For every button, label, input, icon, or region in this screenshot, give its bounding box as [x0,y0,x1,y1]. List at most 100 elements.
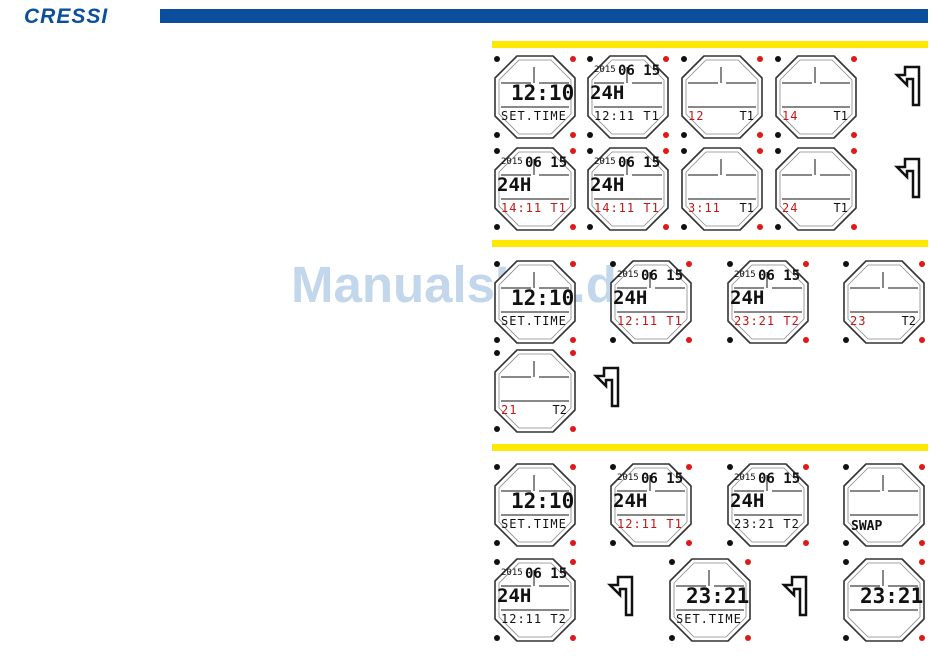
watch-date: 06 15 [758,268,801,284]
watch-year: 2015 [617,473,639,483]
watch-date: 06 15 [618,155,661,171]
watch-date: 06 15 [641,268,684,284]
watch-bottom-text: 12:11 T1 [617,517,683,531]
watch-display: 12 T1 [678,53,766,141]
watch-bezel [727,463,809,547]
return-arrow-icon [592,366,620,408]
watch-bezel [494,463,576,547]
watch-bottom-text: 23 [850,314,867,328]
watch-bezel [610,260,692,344]
watch-bezel [843,260,925,344]
watch-display: SWAP [840,461,928,549]
cressi-logo: CRESSI [24,5,109,28]
watch-year: 2015 [734,473,756,483]
watch-bottom-text: 12 [688,109,705,123]
watch-format: 24H [497,585,532,607]
watch-bezel [494,55,576,139]
watch-main-time: 23:21 [860,584,924,608]
watch-zone-label: T1 [833,201,848,215]
watch-bezel [494,558,576,642]
watch-format: 24H [730,490,765,512]
watch-bezel [727,260,809,344]
watch-main-time: 12:10 [511,81,575,105]
watch-format: 24H [613,490,648,512]
watch-bezel [775,147,857,231]
watch-year: 2015 [734,270,756,280]
watch-date: 06 15 [641,471,684,487]
watch-year: 2015 [501,157,523,167]
watch-main-time: 12:10 [511,286,575,310]
watch-bezel [494,260,576,344]
watch-bezel [775,55,857,139]
section-divider-1 [492,41,928,48]
watch-bezel [494,147,576,231]
watch-year: 2015 [617,270,639,280]
watch-bezel [494,349,576,433]
watch-bottom-text: 21 [501,403,518,417]
section-divider-2 [492,240,928,247]
return-arrow-icon [893,65,921,107]
watch-year: 2015 [594,157,616,167]
watch-format: 24H [497,174,532,196]
watch-bottom-text: SET.TIME [501,109,567,123]
watch-bottom-text: 12:11 T2 [501,612,567,626]
watch-mode-text: SWAP [851,519,883,534]
watch-date: 06 15 [758,471,801,487]
watch-zone-label: T1 [833,109,848,123]
watch-bezel [669,558,751,642]
watch-format: 24H [590,82,625,104]
watch-zone-label: T2 [901,314,916,328]
return-arrow-icon [780,575,808,617]
watch-bezel [843,558,925,642]
watch-bottom-text: 14 [782,109,799,123]
watch-bottom-text: 3:11 [688,201,721,215]
watch-bezel [681,55,763,139]
watch-bezel [843,463,925,547]
watch-display: 3:11 T1 [678,145,766,233]
watch-date: 06 15 [618,63,661,79]
watch-date: 06 15 [525,566,568,582]
watch-bezel [587,55,669,139]
header-band [160,9,928,23]
watch-format: 24H [730,287,765,309]
watch-zone-label: T1 [739,109,754,123]
watch-zone-label: T1 [739,201,754,215]
watch-bottom-text: 14:11 T1 [594,201,660,215]
watch-display: 24 T1 [772,145,860,233]
return-arrow-icon [893,157,921,199]
watch-bezel [681,147,763,231]
watch-bottom-text: 23:21 T2 [734,517,800,531]
watch-year: 2015 [501,568,523,578]
watch-display: 23 T2 [840,258,928,346]
watch-year: 2015 [594,65,616,75]
watch-bottom-text: SET.TIME [676,612,742,626]
watch-zone-label: T2 [552,403,567,417]
return-arrow-icon [606,575,634,617]
watch-display: 14 T1 [772,53,860,141]
watch-bottom-text: 23:21 T2 [734,314,800,328]
watch-date: 06 15 [525,155,568,171]
watch-bottom-text: SET.TIME [501,517,567,531]
watch-display: 21 T2 [491,347,579,435]
watch-bottom-text: 12:11 T1 [594,109,660,123]
watch-bottom-text: SET.TIME [501,314,567,328]
watch-main-time: 12:10 [511,489,575,513]
watch-display: 23:21 [840,556,928,644]
watch-main-time: 23:21 [686,584,750,608]
watch-bottom-text: 12:11 T1 [617,314,683,328]
watch-format: 24H [590,174,625,196]
watch-bottom-text: 24 [782,201,799,215]
watch-bottom-text: 14:11 T1 [501,201,567,215]
